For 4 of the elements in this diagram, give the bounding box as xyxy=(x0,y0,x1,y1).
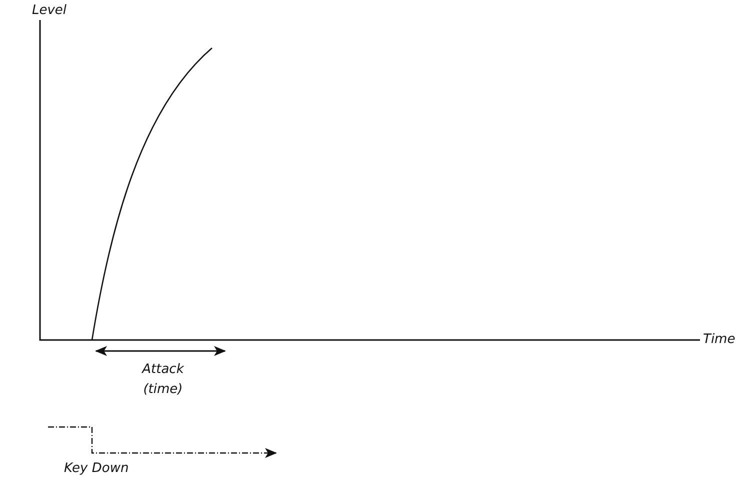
axis-label: Time xyxy=(703,332,736,348)
axis-label: Level xyxy=(32,3,67,19)
signal-label: Key Down xyxy=(64,461,129,477)
dimension-label: Attack (time) xyxy=(140,361,185,399)
